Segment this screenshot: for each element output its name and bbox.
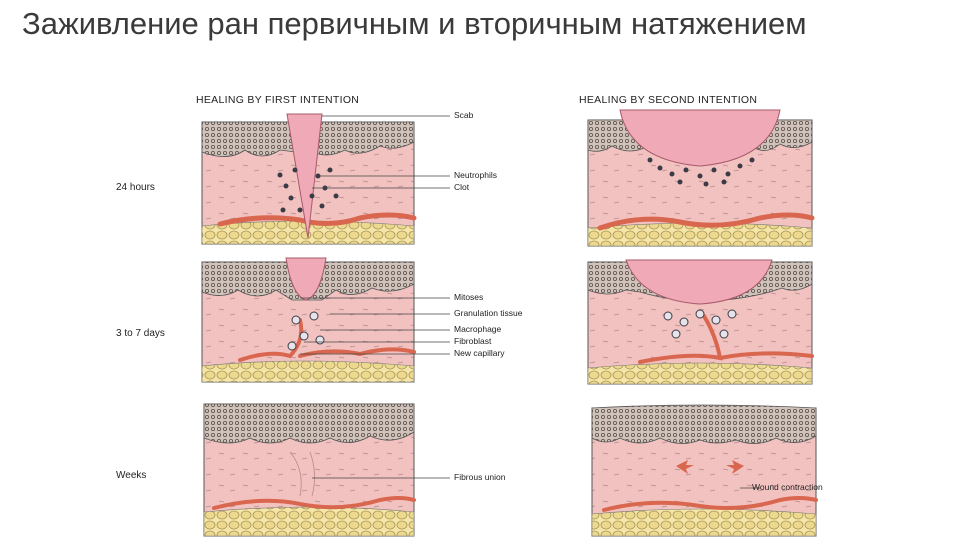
label-wound-contraction: Wound contraction xyxy=(752,482,823,492)
panel-first-3-7d xyxy=(201,257,416,383)
label-granulation-tissue: Granulation tissue xyxy=(454,308,523,318)
label-scab: Scab xyxy=(454,110,474,120)
panel-first-24h xyxy=(201,113,417,245)
row-label-weeks: Weeks xyxy=(116,470,147,481)
panel-second-3-7d xyxy=(587,259,814,385)
leader-lines xyxy=(300,115,760,489)
row-label-3-to-7-days: 3 to 7 days xyxy=(116,328,165,339)
label-macrophage: Macrophage xyxy=(454,324,502,334)
panel-first-weeks xyxy=(203,403,416,537)
row-label-24-hours: 24 hours xyxy=(116,182,155,193)
label-clot: Clot xyxy=(454,182,470,192)
label-mitoses: Mitoses xyxy=(454,292,484,302)
clot-wedge xyxy=(286,113,323,239)
panel-second-weeks xyxy=(591,404,818,537)
slide-title: Заживление ран первичным и вторичным нат… xyxy=(22,6,807,41)
label-neutrophils: Neutrophils xyxy=(454,170,497,180)
contraction-arrow-right xyxy=(726,460,744,474)
column-heading-first-intention: HEALING BY FIRST INTENTION xyxy=(196,94,360,106)
contraction-arrow-left xyxy=(676,460,694,474)
panel-second-24h xyxy=(587,109,815,247)
column-heading-second-intention: HEALING BY SECOND INTENTION xyxy=(579,94,758,106)
label-new-capillary: New capillary xyxy=(454,348,505,358)
label-fibrous-union: Fibrous union xyxy=(454,472,506,482)
label-fibroblast: Fibroblast xyxy=(454,336,492,346)
